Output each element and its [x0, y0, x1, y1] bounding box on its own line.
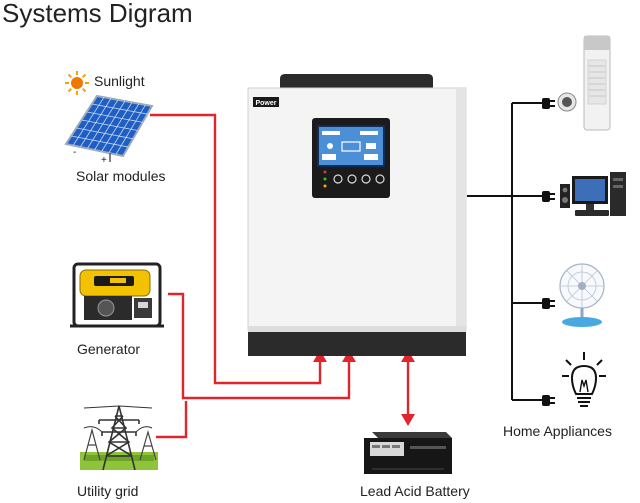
panel-leds: [323, 170, 327, 188]
computer-icon: [560, 172, 626, 216]
battery-arrow-down: [401, 414, 415, 426]
battery-icon: [364, 432, 452, 474]
plug-icon: [542, 298, 555, 309]
panel-button: [361, 174, 371, 184]
air-conditioner-icon: [557, 35, 611, 131]
status-led: [323, 170, 327, 174]
utility-grid-label: Utility grid: [77, 483, 139, 499]
plug-icon: [542, 98, 555, 109]
plug-icon: [542, 191, 555, 202]
solar-modules-label: Solar modules: [76, 168, 166, 184]
brand-badge: [253, 97, 279, 107]
inverter-side-shade: [456, 88, 466, 330]
battery-label: Lead Acid Battery: [360, 483, 470, 499]
inverter-mount-bracket: [280, 74, 433, 88]
light-bulb-icon: [562, 352, 606, 407]
brand-label: Power: [255, 100, 276, 107]
sun-icon: [65, 71, 89, 95]
inverter: Power: [247, 74, 467, 356]
grid-wire: [156, 401, 188, 439]
status-led: [323, 184, 327, 188]
utility-grid-icon: [80, 405, 158, 471]
status-led: [323, 177, 327, 181]
generator-wire: [168, 292, 351, 400]
input-wires: [150, 113, 410, 439]
fan-icon: [559, 263, 605, 327]
panel-button: [347, 174, 357, 184]
wire-arrows: [313, 350, 415, 426]
generator-icon: [70, 262, 164, 328]
lcd-graphics: [322, 131, 378, 160]
solar-plus-label: +: [101, 155, 107, 166]
generator-label: Generator: [77, 341, 141, 357]
diagram-title: Systems Digram: [2, 0, 193, 28]
panel-button: [333, 174, 343, 184]
output-wires: [467, 102, 543, 401]
home-appliances-label: Home Appliances: [503, 423, 612, 439]
solar-minus-label: -: [73, 147, 76, 158]
sunlight-label: Sunlight: [94, 73, 145, 89]
panel-button: [375, 174, 385, 184]
plug-icon: [542, 395, 555, 406]
panel-buttons: [333, 174, 385, 184]
inverter-front-bar: [248, 326, 466, 332]
inverter-base: [248, 330, 466, 356]
plugs: [542, 98, 555, 406]
solar-panel-icon: [64, 94, 154, 162]
solar-wire: [150, 113, 322, 385]
